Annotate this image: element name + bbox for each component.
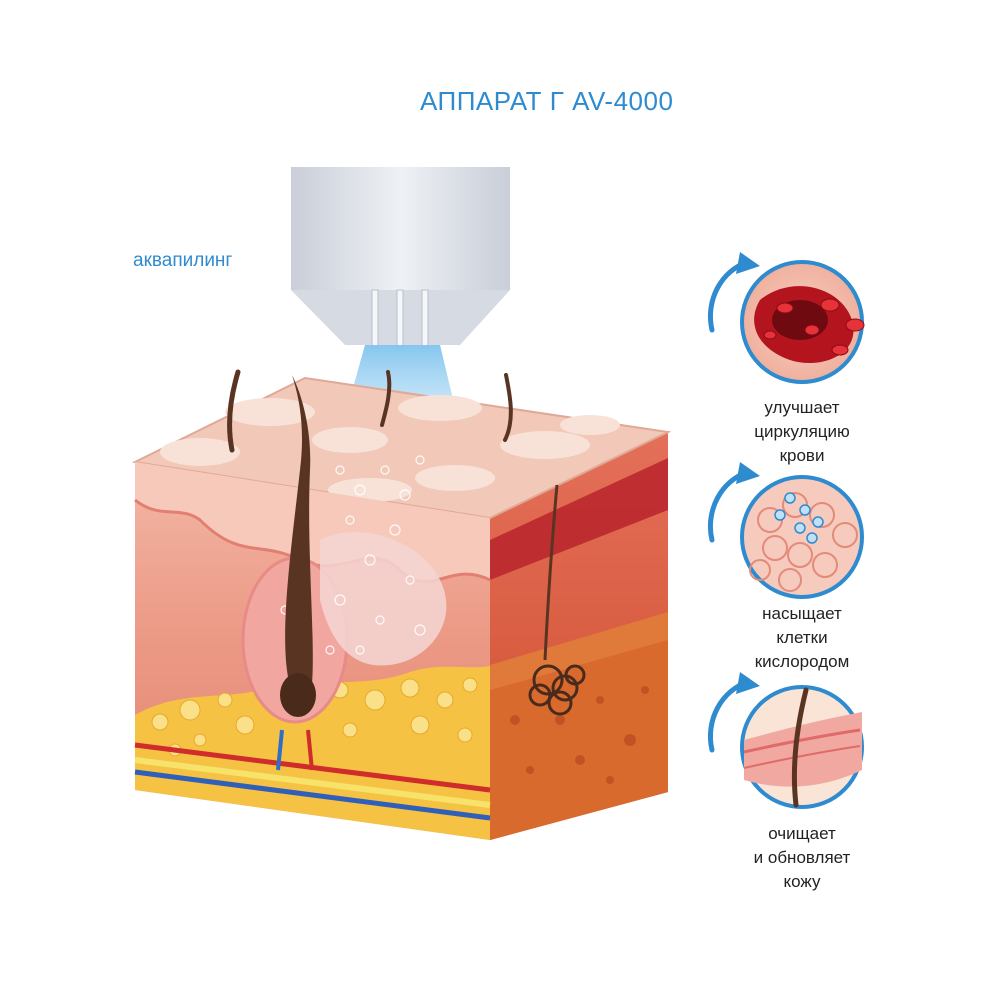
caption-line: очищает	[768, 824, 836, 843]
benefit-caption-renew: очищает и обновляет кожу	[702, 822, 902, 894]
aquapeeling-device	[291, 167, 510, 349]
caption-line: кислородом	[754, 652, 850, 671]
caption-line: насыщает	[762, 604, 842, 623]
caption-line: кожу	[783, 872, 821, 891]
oxygen-cells-icon	[708, 462, 864, 599]
page-title: АППАРАТ Г AV-4000	[420, 86, 674, 116]
benefit-caption-circulation: улучшает циркуляцию крови	[702, 396, 902, 468]
method-label: аквапилинг	[133, 250, 233, 271]
caption-line: улучшает	[764, 398, 840, 417]
skin-block	[131, 369, 672, 840]
skin-layer-icon	[708, 672, 864, 809]
caption-line: циркуляцию	[754, 422, 850, 441]
blood-vessel-icon	[708, 252, 865, 384]
caption-line: и обновляет	[753, 848, 851, 867]
benefit-caption-oxygen: насыщает клетки кислородом	[702, 602, 902, 674]
caption-line: крови	[779, 446, 825, 465]
caption-line: клетки	[776, 628, 828, 647]
